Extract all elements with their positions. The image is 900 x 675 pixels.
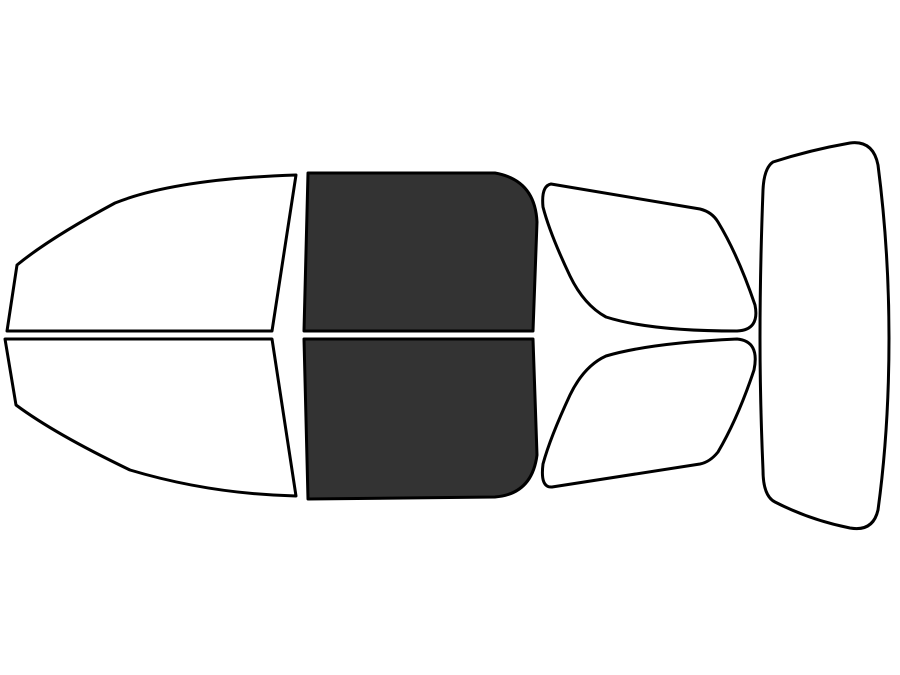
window-rear-door-bottom[interactable]	[540, 337, 757, 489]
window-rear[interactable]	[758, 141, 891, 531]
window-front-door-top[interactable]	[302, 171, 539, 333]
window-front-door-bottom[interactable]	[302, 337, 539, 501]
window-windshield-bottom[interactable]	[3, 337, 298, 498]
window-windshield-top[interactable]	[5, 173, 298, 333]
window-rear-door-top[interactable]	[541, 182, 758, 333]
